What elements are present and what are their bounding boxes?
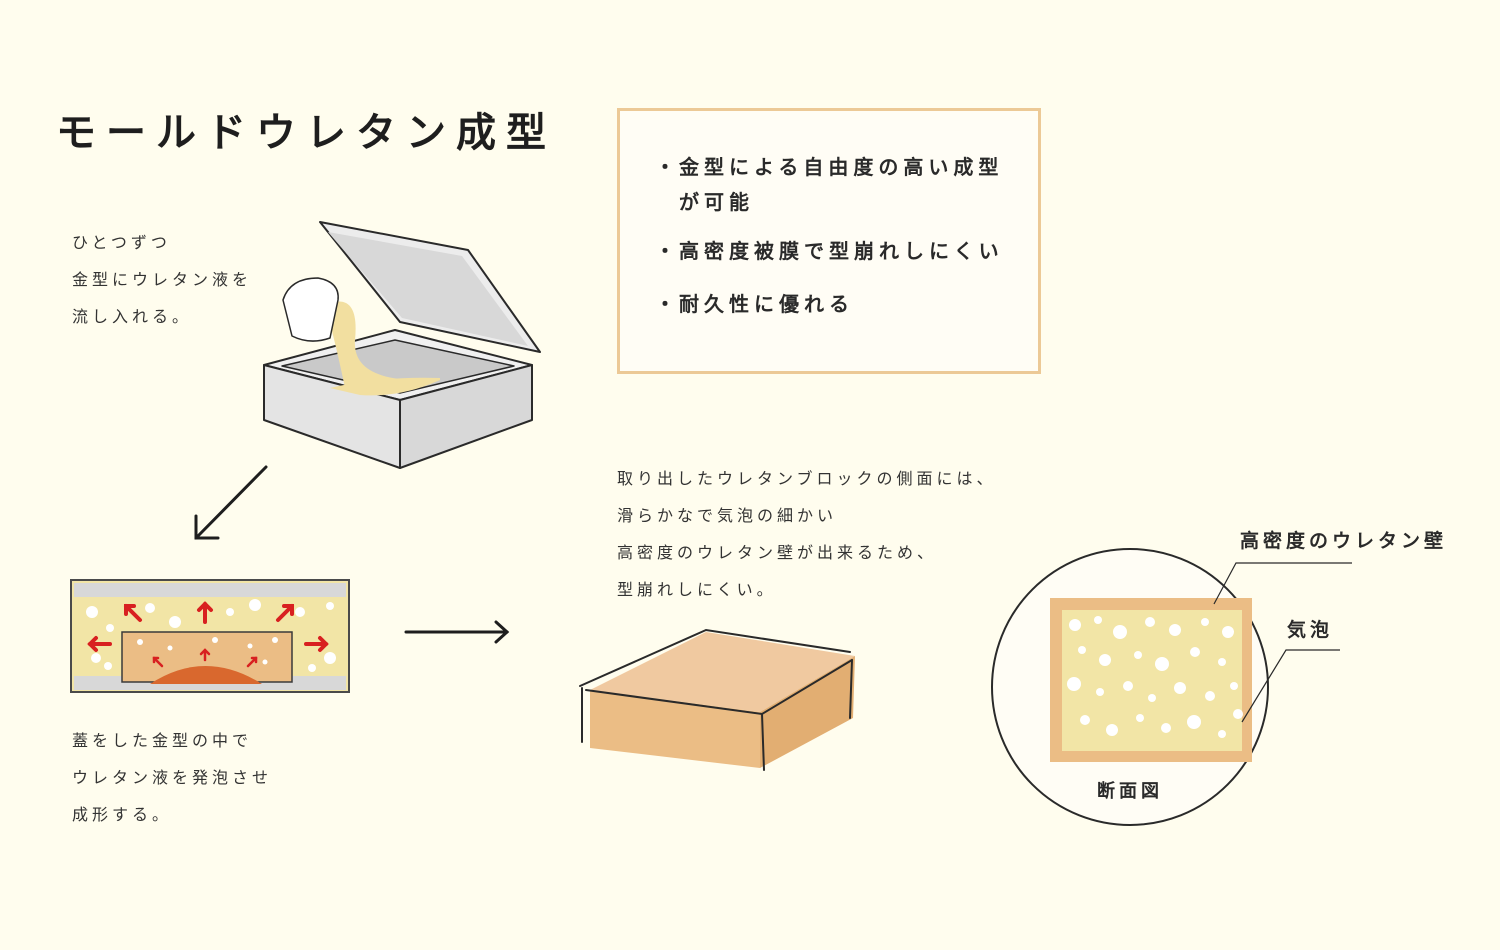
note-line: 高密度のウレタン壁が出来るため、 xyxy=(617,543,938,562)
feature-item: ・ 金型による自由度の高い成型 が可能 xyxy=(655,150,1004,220)
feature-text: 耐久性に優れる xyxy=(679,292,854,316)
step-foam-note: 蓋をした金型の中で ウレタン液を発泡させ 成形する。 xyxy=(72,722,272,833)
step-pour-note: ひとつずつ 金型にウレタン液を 流し入れる。 xyxy=(72,224,252,335)
feature-box xyxy=(617,108,1041,374)
feature-list: ・ 金型による自由度の高い成型 が可能 ・ 高密度被膜で型崩れしにくい ・ 耐久… xyxy=(655,150,1004,340)
note-line: 蓋をした金型の中で xyxy=(72,731,253,750)
bullet: ・ xyxy=(655,292,680,316)
page-title: モールドウレタン成型 xyxy=(56,110,556,156)
feature-text: 金型による自由度の高い成型 xyxy=(679,155,1004,179)
note-line: 取り出したウレタンブロックの側面には、 xyxy=(617,469,997,488)
feature-text: 高密度被膜で型崩れしにくい xyxy=(679,239,1004,263)
feature-item: ・ 高密度被膜で型崩れしにくい xyxy=(655,234,1004,269)
step-result-note: 取り出したウレタンブロックの側面には、 滑らかなで気泡の細かい 高密度のウレタン… xyxy=(617,460,997,608)
cross-section-diagram xyxy=(991,548,1352,826)
foaming-mold-illustration xyxy=(70,579,350,693)
note-line: 滑らかなで気泡の細かい xyxy=(617,506,838,525)
note-line: ひとつずつ xyxy=(72,233,171,252)
bullet: ・ xyxy=(655,155,680,179)
urethane-block-illustration xyxy=(579,628,855,771)
bubble-label: 気泡 xyxy=(1287,619,1334,641)
note-line: ウレタン液を発泡させ xyxy=(72,768,273,787)
feature-text: が可能 xyxy=(679,190,754,214)
mold-illustration xyxy=(263,221,541,469)
arrow-down-left-icon xyxy=(194,465,268,540)
note-line: 型崩れしにくい。 xyxy=(617,580,777,599)
bullet: ・ xyxy=(655,239,680,263)
arrow-right-icon xyxy=(404,620,510,644)
feature-item: ・ 耐久性に優れる xyxy=(655,287,1004,322)
wall-label: 高密度のウレタン壁 xyxy=(1240,530,1448,552)
note-line: 金型にウレタン液を xyxy=(72,270,253,289)
note-line: 成形する。 xyxy=(72,805,173,824)
note-line: 流し入れる。 xyxy=(72,307,193,326)
section-caption: 断面図 xyxy=(1097,781,1163,802)
